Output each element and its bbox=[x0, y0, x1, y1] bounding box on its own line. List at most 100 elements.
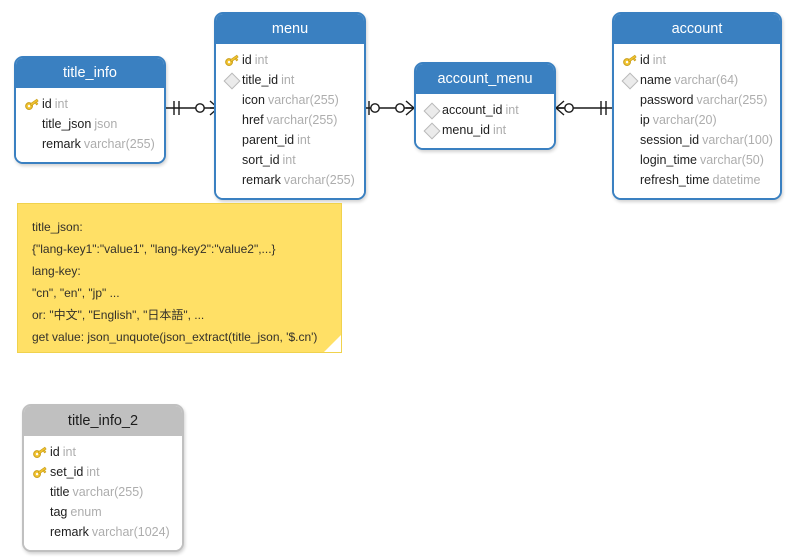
field-type: varchar(255) bbox=[72, 485, 144, 499]
field-type: varchar(255) bbox=[267, 93, 339, 107]
foreign-key-diamond-icon bbox=[423, 122, 442, 140]
field-name: icon bbox=[242, 93, 265, 107]
entity-menu[interactable]: menu id int title_id int icon varchar(25… bbox=[214, 12, 366, 200]
table-row[interactable]: password varchar(255) bbox=[614, 90, 780, 110]
field-icon-none bbox=[23, 116, 42, 132]
field-icon-none bbox=[31, 484, 50, 500]
field-icon-none bbox=[621, 112, 640, 128]
field-icon-none bbox=[223, 152, 242, 168]
field-type: int bbox=[62, 445, 76, 459]
field-type: enum bbox=[70, 505, 102, 519]
field-type: varchar(20) bbox=[652, 113, 717, 127]
note-title_json[interactable]: title_json: {"lang-key1":"value1", "lang… bbox=[17, 203, 342, 353]
field-type: datetime bbox=[712, 173, 761, 187]
field-icon-none bbox=[31, 504, 50, 520]
field-name: set_id bbox=[50, 465, 84, 479]
table-row[interactable]: refresh_time datetime bbox=[614, 170, 780, 190]
field-type: int bbox=[282, 153, 296, 167]
table-row[interactable]: id int bbox=[216, 50, 364, 70]
field-name: parent_id bbox=[242, 133, 295, 147]
field-type: varchar(64) bbox=[674, 73, 739, 87]
primary-key-icon bbox=[621, 52, 640, 68]
field-icon-none bbox=[223, 112, 242, 128]
table-row[interactable]: menu_id int bbox=[416, 120, 554, 140]
field-icon-none bbox=[621, 172, 640, 188]
relationship-account_menu-account bbox=[555, 100, 614, 116]
field-type: int bbox=[254, 53, 268, 67]
table-row[interactable]: remark varchar(255) bbox=[16, 134, 164, 154]
field-type: varchar(255) bbox=[266, 113, 338, 127]
field-name: href bbox=[242, 113, 264, 127]
field-name: remark bbox=[242, 173, 281, 187]
table-row[interactable]: session_id varchar(100) bbox=[614, 130, 780, 150]
field-type: varchar(50) bbox=[699, 153, 764, 167]
entity-title-menu: menu bbox=[216, 14, 364, 44]
table-row[interactable]: account_id int bbox=[416, 100, 554, 120]
field-type: int bbox=[505, 103, 519, 117]
table-row[interactable]: title_id int bbox=[216, 70, 364, 90]
field-name: remark bbox=[42, 137, 81, 151]
field-name: password bbox=[640, 93, 694, 107]
field-name: title_id bbox=[242, 73, 279, 87]
table-row[interactable]: ip varchar(20) bbox=[614, 110, 780, 130]
table-row[interactable]: title_json json bbox=[16, 114, 164, 134]
table-row[interactable]: remark varchar(1024) bbox=[24, 522, 182, 542]
table-row[interactable]: set_id int bbox=[24, 462, 182, 482]
table-row[interactable]: id int bbox=[24, 442, 182, 462]
field-name: id bbox=[242, 53, 252, 67]
table-row[interactable]: title varchar(255) bbox=[24, 482, 182, 502]
entity-title-account: account bbox=[614, 14, 780, 44]
note-line: "cn", "en", "jp" ... bbox=[32, 286, 120, 300]
field-name: refresh_time bbox=[640, 173, 710, 187]
table-row[interactable]: id int bbox=[614, 50, 780, 70]
field-type: int bbox=[652, 53, 666, 67]
entity-title_info[interactable]: title_info id int title_json json remark… bbox=[14, 56, 166, 164]
field-name: session_id bbox=[640, 133, 700, 147]
field-type: varchar(255) bbox=[696, 93, 768, 107]
field-icon-none bbox=[223, 132, 242, 148]
primary-key-icon bbox=[31, 444, 50, 460]
table-row[interactable]: name varchar(64) bbox=[614, 70, 780, 90]
table-row[interactable]: id int bbox=[16, 94, 164, 114]
table-row[interactable]: login_time varchar(50) bbox=[614, 150, 780, 170]
table-row[interactable]: remark varchar(255) bbox=[216, 170, 364, 190]
entity-fields-account_menu: account_id int menu_id int bbox=[416, 94, 554, 148]
note-folded-corner-icon bbox=[324, 335, 341, 352]
primary-key-icon bbox=[31, 464, 50, 480]
primary-key-icon bbox=[223, 52, 242, 68]
entity-account_menu[interactable]: account_menu account_id int menu_id int bbox=[414, 62, 556, 150]
note-line: get value: json_unquote(json_extract(tit… bbox=[32, 330, 318, 344]
field-name: title_json bbox=[42, 117, 92, 131]
field-icon-none bbox=[31, 524, 50, 540]
field-name: name bbox=[640, 73, 672, 87]
table-row[interactable]: href varchar(255) bbox=[216, 110, 364, 130]
field-type: varchar(100) bbox=[702, 133, 773, 147]
field-name: account_id bbox=[442, 103, 503, 117]
note-line: title_json: bbox=[32, 220, 83, 234]
entity-account[interactable]: account id int name varchar(64) password… bbox=[612, 12, 782, 200]
table-row[interactable]: parent_id int bbox=[216, 130, 364, 150]
field-type: int bbox=[86, 465, 100, 479]
note-line: lang-key: bbox=[32, 264, 81, 278]
field-icon-none bbox=[23, 136, 42, 152]
field-name: sort_id bbox=[242, 153, 280, 167]
entity-fields-account: id int name varchar(64) password varchar… bbox=[614, 44, 780, 198]
entity-fields-title_info: id int title_json json remark varchar(25… bbox=[16, 88, 164, 162]
field-type: json bbox=[94, 117, 118, 131]
table-row[interactable]: sort_id int bbox=[216, 150, 364, 170]
field-name: tag bbox=[50, 505, 68, 519]
table-row[interactable]: tag enum bbox=[24, 502, 182, 522]
entity-title-title_info: title_info bbox=[16, 58, 164, 88]
foreign-key-diamond-icon bbox=[621, 72, 640, 90]
entity-title_info_2[interactable]: title_info_2 id int bbox=[22, 404, 184, 552]
field-type: int bbox=[54, 97, 68, 111]
table-row[interactable]: icon varchar(255) bbox=[216, 90, 364, 110]
field-type: int bbox=[297, 133, 311, 147]
field-name: id bbox=[50, 445, 60, 459]
field-name: id bbox=[640, 53, 650, 67]
field-icon-none bbox=[223, 92, 242, 108]
relationship-title_info-menu bbox=[166, 100, 219, 116]
entity-fields-title_info_2: id int set_id int title varchar(255) tag bbox=[24, 436, 182, 550]
field-type: varchar(255) bbox=[283, 173, 355, 187]
field-type: varchar(1024) bbox=[91, 525, 170, 539]
